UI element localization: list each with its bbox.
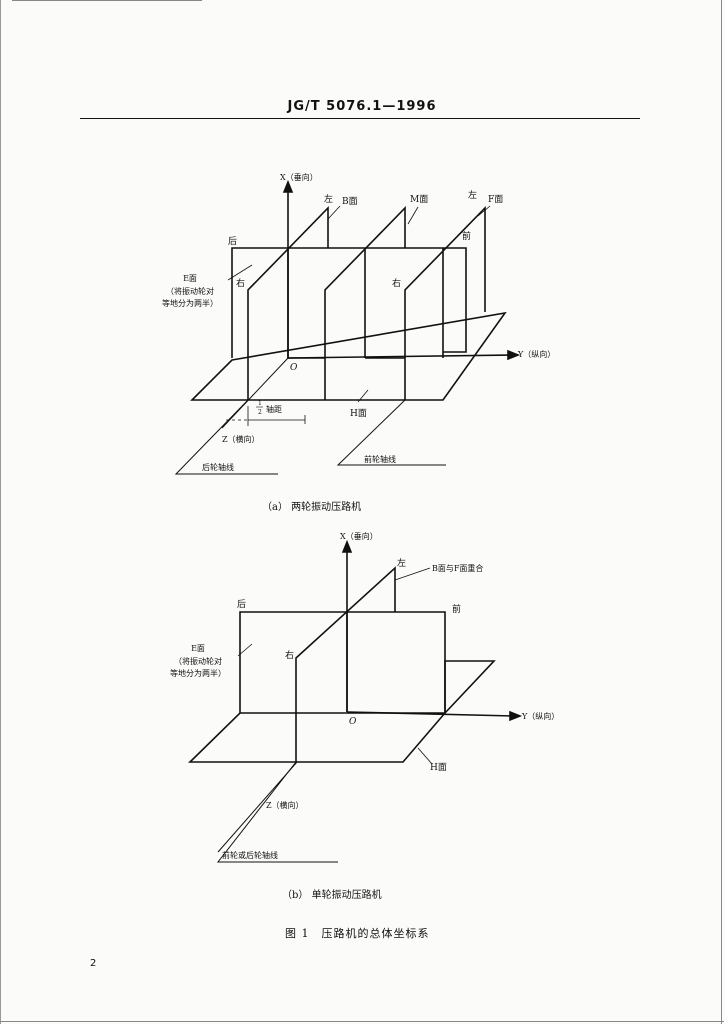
diagram-label: 左 — [324, 193, 333, 205]
diagram-label: （将振动轮对 — [174, 656, 222, 666]
diagram-label: 1 — [258, 400, 262, 407]
diagram-label: F面 — [488, 194, 503, 205]
page-number: 2 — [90, 958, 97, 969]
scan-edge-right — [721, 0, 722, 1024]
diagram-label: 轴距 — [266, 404, 282, 414]
a-x-label: X（垂向） — [280, 172, 318, 182]
scan-edge-left — [0, 0, 1, 1024]
b-e-plane — [239, 611, 446, 713]
standard-number: JG/T 5076.1—1996 — [287, 99, 437, 114]
scan-edge-top — [12, 0, 202, 1]
b-x-arrow — [341, 539, 353, 553]
b-y-label: Y（纵向） — [521, 711, 559, 721]
diagram-label: B面与F面重合 — [432, 563, 483, 573]
diagram-label: （将振动轮对 — [166, 286, 214, 296]
a-z-label: Z（横向） — [222, 434, 260, 444]
a-h-plane — [190, 311, 507, 401]
diagram-label: 右 — [285, 649, 294, 661]
b-bf-plane — [295, 566, 396, 762]
diagram-label: 2 — [258, 409, 262, 416]
a-rear-axle-line — [174, 399, 278, 475]
b-h-plane — [188, 660, 496, 763]
diagram-label: 后 — [228, 236, 237, 247]
diagram-label: 后轮轴线 — [202, 462, 234, 472]
a-z-axis — [221, 357, 289, 429]
caption-b: （b） 单轮振动压路机 — [282, 890, 382, 901]
diagram-label: B面 — [342, 196, 358, 207]
diagram-label: O — [349, 717, 357, 727]
diagram-label: 前轮轴线 — [364, 454, 396, 464]
diagram-label: 右 — [392, 277, 401, 289]
diagram-label: M面 — [410, 194, 428, 205]
diagram-label: E面 — [191, 644, 205, 653]
a-y-label: Y（纵向） — [517, 349, 555, 359]
diagram-label: 等地分为两半） — [162, 298, 218, 308]
diagram-label: H面 — [430, 762, 447, 773]
b-x-label: X（垂向） — [340, 531, 378, 541]
diagram-label: 左 — [468, 189, 477, 201]
b-axle-line — [216, 761, 338, 863]
diagram-label: 前 — [462, 230, 471, 242]
b-y-arrow — [509, 710, 523, 722]
diagram-label: 右 — [236, 277, 245, 289]
diagram-label: 前 — [452, 603, 461, 615]
a-f-plane — [404, 206, 486, 400]
diagram-label: 后 — [237, 599, 246, 610]
a-x-arrow — [282, 179, 294, 193]
diagram-label: O — [290, 363, 298, 373]
diagram-label: 前轮或后轮轴线 — [222, 850, 278, 860]
diagram-label: 左 — [397, 557, 406, 569]
diagram-label: 等地分为两半） — [170, 668, 226, 678]
a-y-arrow — [507, 349, 521, 361]
diagram-label: H面 — [350, 408, 367, 419]
caption-a: （a） 两轮振动压路机 — [262, 502, 362, 513]
figure-title: 图 1 压路机的总体坐标系 — [285, 927, 430, 940]
header-rule — [80, 118, 640, 119]
scan-edge-bottom — [0, 1021, 724, 1022]
b-z-label: Z（横向） — [266, 800, 304, 810]
a-e-plane — [231, 247, 467, 358]
diagram-label: E面 — [183, 274, 197, 283]
a-front-axle-line — [336, 399, 446, 466]
